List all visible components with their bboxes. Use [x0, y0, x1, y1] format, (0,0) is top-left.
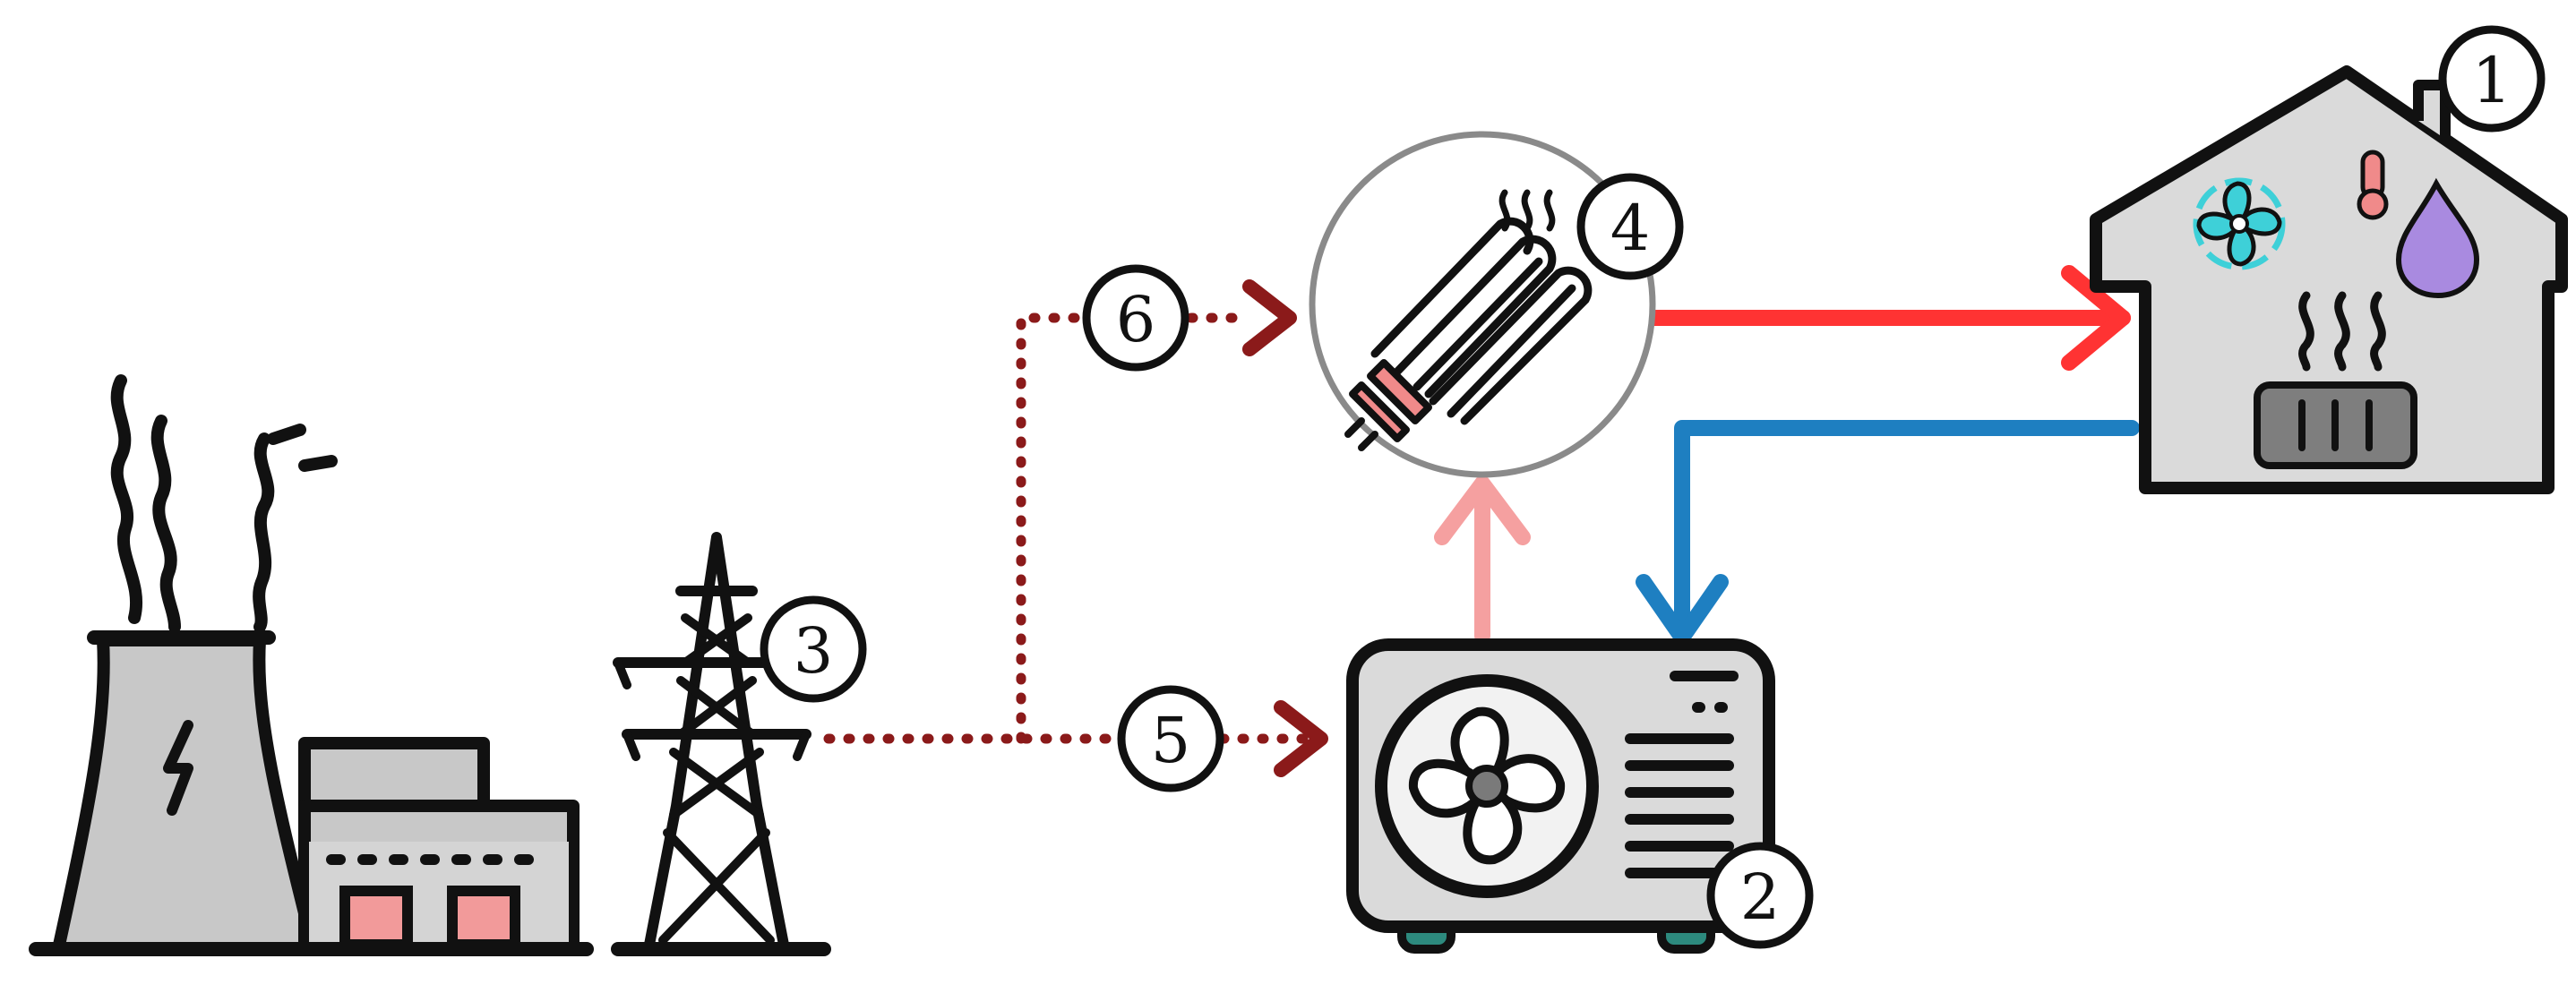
number-badge-2: 2 [1706, 842, 1814, 949]
power-plant-icon [29, 374, 594, 956]
water-drop-icon [2395, 177, 2480, 299]
number-badge-3: 3 [760, 595, 867, 703]
fan-icon [2193, 177, 2286, 270]
house-icon [2090, 65, 2568, 494]
number-badge-6: 6 [1082, 264, 1189, 372]
radiator-icon [2254, 381, 2417, 469]
heat-pump-output-arrow [1434, 475, 1531, 644]
cold-return-arrow [1636, 420, 2140, 648]
hot-supply-arrow [1640, 265, 2131, 371]
number-label-2: 2 [1740, 860, 1781, 934]
electricity-lines [823, 312, 1331, 744]
number-label-3: 3 [794, 614, 834, 688]
power-line-branch [1016, 312, 1250, 744]
electricity-arrowheads [1242, 279, 1328, 777]
heat-pump-outdoor-unit-icon [1346, 638, 1775, 954]
electric-heater-icon [1309, 131, 1656, 478]
thermometer-icon [2357, 150, 2389, 220]
arrowhead-to-heat-pump [1274, 700, 1328, 777]
number-badge-4: 4 [1576, 173, 1684, 280]
number-badge-5: 5 [1117, 685, 1224, 792]
number-label-5: 5 [1151, 704, 1191, 777]
transmission-tower-icon [611, 532, 831, 956]
arrowhead-to-heater [1242, 279, 1297, 356]
number-label-1: 1 [2472, 44, 2512, 117]
number-label-6: 6 [1116, 283, 1156, 356]
number-badge-1: 1 [2438, 25, 2546, 133]
number-label-4: 4 [1610, 192, 1651, 265]
